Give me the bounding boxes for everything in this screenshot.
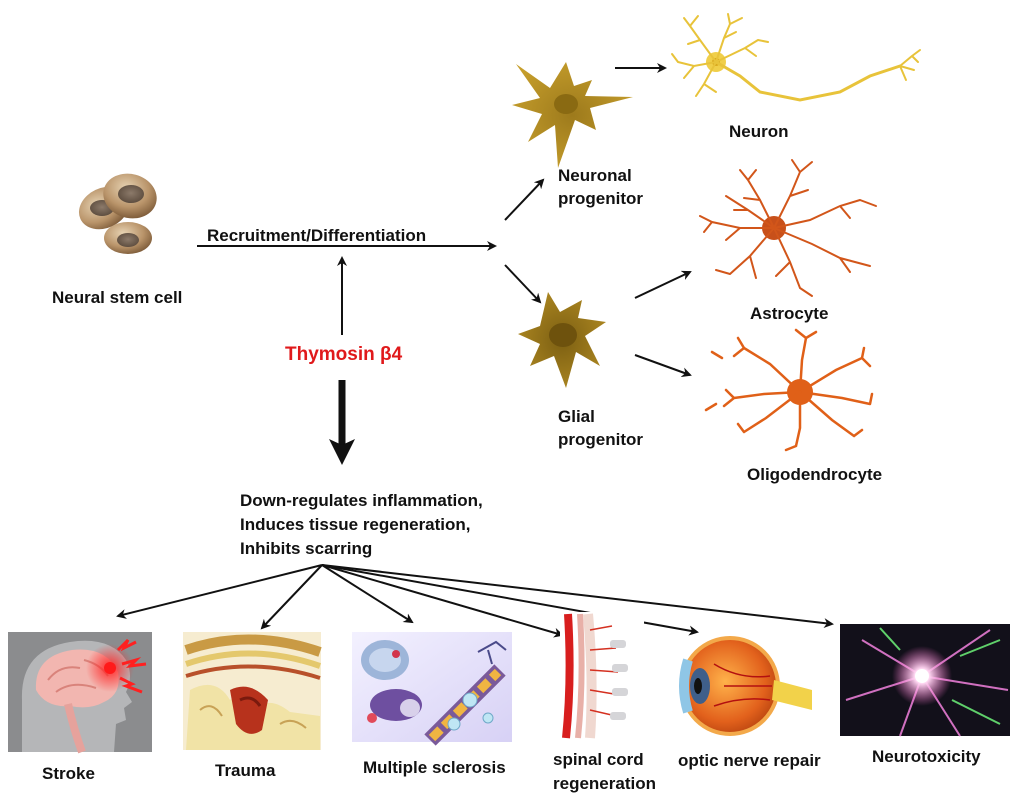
to-astrocyte-arrow (634, 270, 692, 299)
application-arrows (116, 564, 834, 638)
trauma-image (183, 632, 322, 750)
application-label-stroke: Stroke (42, 764, 95, 783)
oligodendrocyte-label: Oligodendrocyte (747, 465, 883, 484)
application-label-trauma: Trauma (215, 761, 276, 780)
effects-line-2: Induces tissue regeneration, (240, 515, 471, 534)
application-label-neurotoxicity: Neurotoxicity (872, 747, 981, 766)
application-label-regeneration: regeneration (553, 774, 656, 793)
application-label-multiple-sclerosis: Multiple sclerosis (363, 758, 506, 777)
neuronal-progenitor-label-line2: progenitor (558, 189, 643, 208)
glial-progenitor-label-line2: progenitor (558, 430, 643, 449)
neuronal-progenitor-image (512, 62, 633, 168)
effects-line-1: Down-regulates inflammation, (240, 491, 483, 510)
recruitment-label: Recruitment/Differentiation (207, 226, 427, 245)
neuron-label: Neuron (729, 122, 789, 141)
application-label-spinal-cord: spinal cord (553, 750, 644, 769)
astrocyte-label: Astrocyte (750, 304, 829, 323)
neuron-image (671, 13, 921, 102)
multiple-sclerosis-image (352, 632, 512, 746)
to-oligodendrocyte-arrow (634, 354, 692, 377)
stroke-image (8, 632, 152, 754)
neural-stem-cell-image (78, 173, 157, 254)
optic-nerve-image (679, 636, 812, 736)
glial-progenitor-label-line1: Glial (558, 407, 595, 426)
to-glial-progenitor-arrow (504, 264, 542, 304)
thymosin-label: Thymosin β4 (285, 344, 403, 365)
oligodendrocyte-image (704, 328, 874, 452)
neural-stem-cell-label: Neural stem cell (52, 288, 183, 307)
neuronal-progenitor-label-line1: Neuronal (558, 166, 632, 185)
effects-line-3: Inhibits scarring (240, 539, 373, 558)
neurotoxicity-image (840, 624, 1010, 737)
spinal-cord-image (560, 612, 644, 739)
to-neuronal-progenitor-arrow (504, 178, 545, 221)
glial-progenitor-image (518, 292, 606, 388)
astrocyte-image (699, 159, 877, 297)
application-label-optic-nerve: optic nerve repair (678, 751, 821, 770)
